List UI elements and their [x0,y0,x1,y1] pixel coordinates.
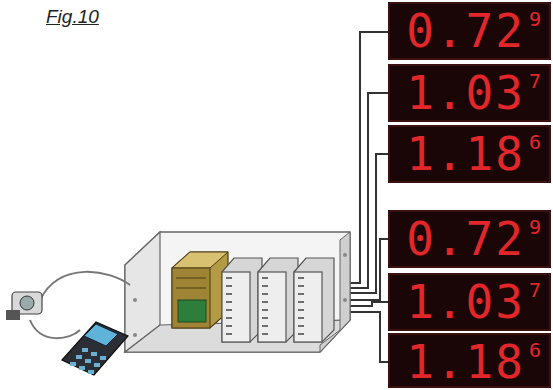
keypad-cable [30,320,80,338]
display-digit-small: 6 [529,131,541,153]
rack-enclosure [125,232,350,352]
display-digit-small: 7 [529,279,541,301]
figure-title: Fig.10 [46,6,99,28]
sensor [6,292,42,320]
keypad-keys [70,348,106,374]
display-digit-small: 7 [529,70,541,92]
display-digit-small: 9 [529,8,541,30]
led-display: 1.186 [388,125,551,183]
display-digits: 0.72 [406,214,525,264]
display-digits: 1.03 [406,277,525,327]
display-digits: 1.18 [406,129,525,179]
display-digit-small: 9 [529,216,541,238]
terminal-pins [226,278,304,334]
led-display: 0.729 [388,210,551,268]
display-digits: 1.18 [406,337,525,387]
led-display: 1.186 [388,333,551,388]
led-display: 1.037 [388,64,551,122]
keypad [62,322,128,375]
driver-module [222,258,334,342]
display-digit-small: 6 [529,339,541,361]
power-module [172,252,228,328]
display-digits: 1.03 [406,68,525,118]
display-digits: 0.72 [406,6,525,56]
sensor-cable [40,272,130,300]
led-display: 1.037 [388,273,551,331]
led-display: 0.729 [388,2,551,60]
